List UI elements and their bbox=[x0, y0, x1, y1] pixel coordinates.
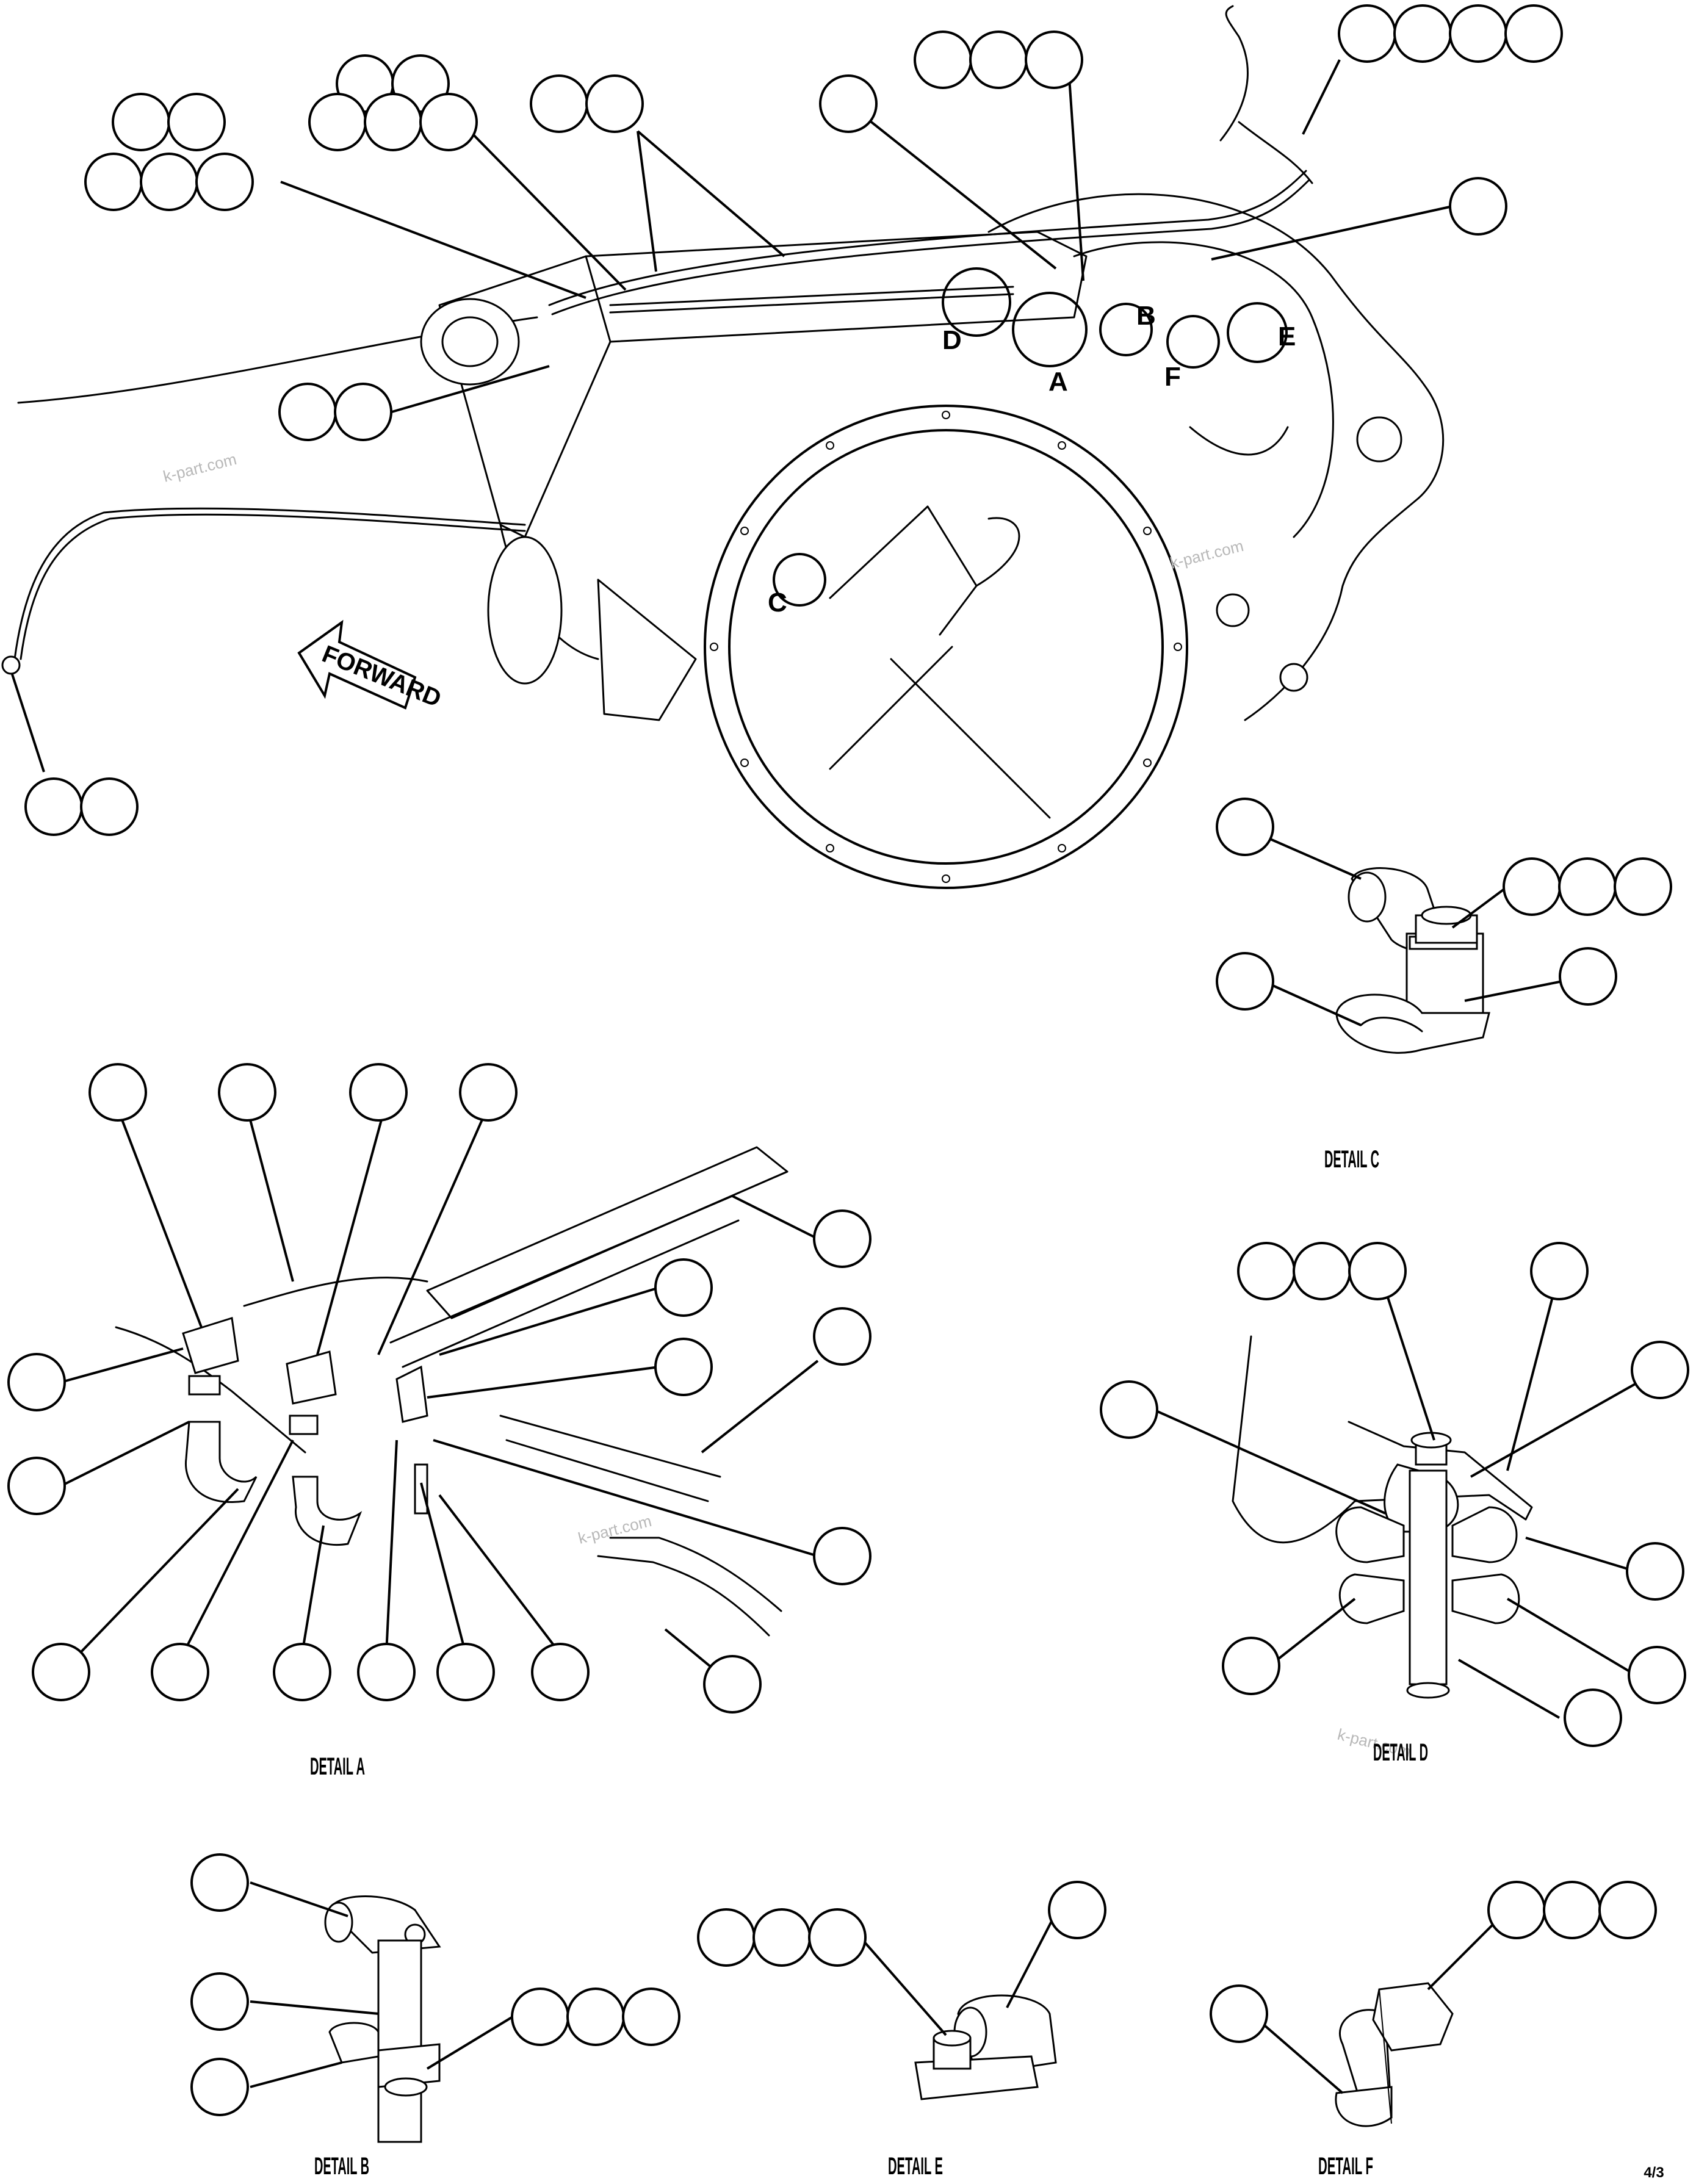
detail-d: DETAIL D bbox=[1100, 1242, 1689, 1766]
watermark: k-part.com bbox=[161, 450, 238, 486]
detail-f: DETAIL F bbox=[1210, 1881, 1657, 2180]
callout-a: A bbox=[1048, 367, 1068, 397]
main-view-balloons bbox=[24, 4, 1563, 836]
detail-c-caption: DETAIL C bbox=[1324, 1146, 1379, 1173]
detail-f-caption: DETAIL F bbox=[1318, 2153, 1373, 2180]
callout-f: F bbox=[1164, 362, 1181, 392]
detail-a-caption: DETAIL A bbox=[310, 1753, 365, 1780]
main-view-leaders bbox=[11, 59, 1453, 773]
detail-d-caption: DETAIL D bbox=[1373, 1739, 1428, 1766]
callout-c: C bbox=[768, 588, 787, 618]
watermark: k-part.com bbox=[576, 1512, 653, 1548]
detail-e: DETAIL E bbox=[697, 1881, 1106, 2180]
detail-e-caption: DETAIL E bbox=[888, 2153, 943, 2180]
callout-e: E bbox=[1278, 322, 1296, 351]
detail-b-caption: DETAIL B bbox=[314, 2153, 369, 2180]
callout-d: D bbox=[942, 325, 962, 355]
forward-arrow-icon bbox=[297, 619, 417, 710]
detail-a: DETAIL A bbox=[7, 1063, 871, 1780]
sheet-number: 4/3 bbox=[1644, 2164, 1664, 2181]
detail-b: DETAIL B bbox=[190, 1853, 680, 2180]
detail-c: DETAIL C bbox=[1216, 798, 1672, 1173]
watermark: k-part.com bbox=[1168, 536, 1245, 572]
callout-b: B bbox=[1136, 301, 1156, 331]
